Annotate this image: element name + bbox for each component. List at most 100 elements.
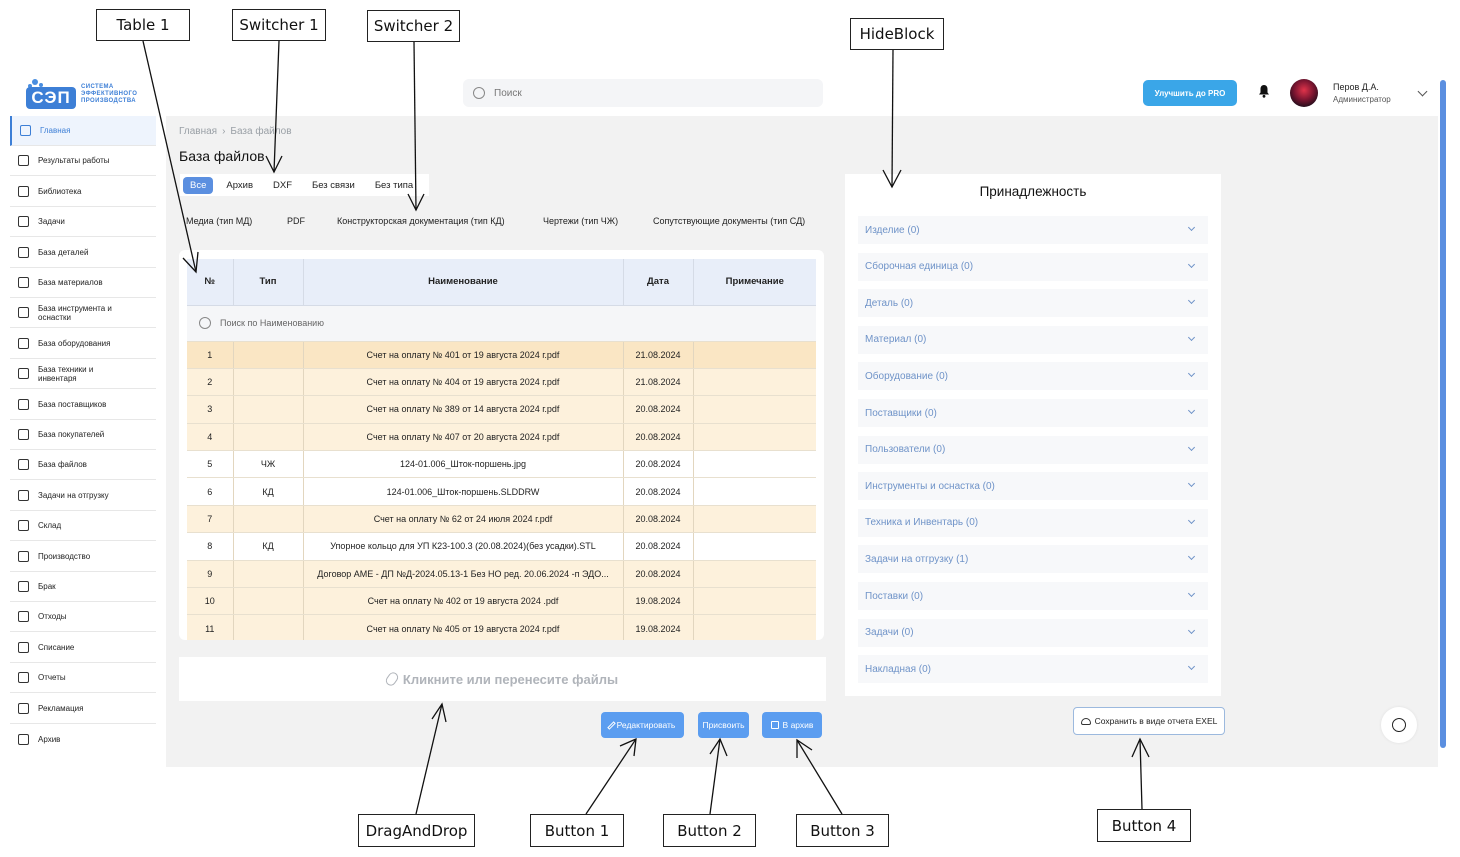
global-search[interactable]	[463, 79, 823, 107]
assign-button[interactable]: Присвоить	[698, 712, 749, 738]
save-report-button[interactable]: Сохранить в виде отчета EXEL	[1073, 707, 1225, 735]
switcher-1-tab[interactable]: Без типа	[374, 179, 414, 191]
accordion-item[interactable]: Инструменты и оснастка (0)	[858, 472, 1208, 501]
logo[interactable]: СЭП система эффективного производства	[26, 76, 156, 112]
table-column-header[interactable]: Дата	[623, 259, 694, 306]
accordion-item-label: Оборудование (0)	[865, 370, 949, 382]
accordion-item[interactable]: Поставщики (0)	[858, 399, 1208, 427]
sidebar-item[interactable]: Отчеты	[10, 663, 156, 694]
breadcrumb-current: База файлов	[230, 126, 292, 137]
sidebar-item[interactable]: Главная	[10, 116, 156, 146]
chevron-down-icon[interactable]	[1187, 260, 1196, 268]
accordion-item-label: Пользователи (0)	[865, 444, 946, 456]
sidebar-item[interactable]: Рекламация	[10, 694, 156, 724]
sidebar-item[interactable]: Задачи на отгрузку	[10, 481, 156, 511]
table-column-header[interactable]: Тип	[233, 259, 304, 306]
accordion-item[interactable]: Изделие (0)	[858, 216, 1208, 244]
sidebar-item[interactable]: Склад	[10, 511, 156, 542]
accordion-item[interactable]: Накладная (0)	[858, 655, 1208, 684]
chat-button[interactable]	[1381, 707, 1417, 743]
sidebar-item[interactable]: Библиотека	[10, 177, 156, 207]
switcher-1-tab[interactable]: Архив	[226, 179, 253, 191]
chevron-down-icon[interactable]	[1187, 589, 1196, 598]
chevron-down-icon[interactable]	[1187, 406, 1196, 415]
file-dropzone[interactable]: Кликните или перенесите файлы	[179, 657, 826, 701]
chevron-down-icon[interactable]	[1187, 516, 1196, 524]
switcher-1-tab[interactable]: Все	[183, 176, 214, 194]
sidebar-item-label: Списание	[38, 642, 75, 652]
sidebar-item[interactable]: Отходы	[10, 602, 156, 633]
sidebar-item[interactable]: База поставщиков	[10, 390, 156, 420]
sidebar-item[interactable]: База деталей	[10, 238, 156, 268]
switcher-1-tab[interactable]: DXF	[273, 179, 292, 191]
switcher-2-tab[interactable]: Чертежи (тип ЧЖ)	[543, 216, 619, 226]
sidebar-item[interactable]: База покупателей	[10, 420, 156, 450]
global-search-input[interactable]	[494, 87, 794, 99]
sidebar-item[interactable]: Задачи	[10, 207, 156, 238]
table-column-header[interactable]: Примечание	[693, 259, 816, 306]
edit-button[interactable]: Редактировать	[601, 712, 684, 738]
bell-icon[interactable]	[1258, 84, 1270, 98]
sidebar-item[interactable]: Производство	[10, 542, 156, 572]
accordion-item[interactable]: Оборудование (0)	[858, 362, 1208, 391]
paperclip-icon	[383, 670, 401, 688]
chevron-down-icon[interactable]	[1187, 553, 1196, 561]
switcher-2-tab[interactable]: Конструкторская документация (тип КД)	[337, 216, 505, 226]
sidebar-item[interactable]: База инструмента и оснастки	[10, 298, 156, 329]
chevron-down-icon[interactable]	[1187, 626, 1196, 634]
table-cell-num: 8	[187, 532, 234, 561]
sidebar-item[interactable]: База материалов	[10, 268, 156, 298]
switcher-2-tab[interactable]: Медиа (тип МД)	[186, 216, 253, 226]
sidebar-item[interactable]: База техники и инвентаря	[10, 359, 156, 390]
accordion-item[interactable]: Материал (0)	[858, 325, 1208, 354]
breadcrumb-home[interactable]: Главная	[179, 126, 218, 137]
accordion-item[interactable]: Пользователи (0)	[858, 435, 1208, 464]
switcher-2-tab[interactable]: PDF	[287, 216, 305, 226]
table-cell-date: 20.08.2024	[623, 560, 694, 589]
accordion-item[interactable]: Сборочная единица (0)	[858, 252, 1208, 281]
chevron-down-icon[interactable]	[1187, 297, 1196, 305]
sidebar-item[interactable]: Архив	[10, 724, 156, 754]
accordion-item[interactable]: Задачи (0)	[858, 618, 1208, 647]
table-column-header[interactable]: Наименование	[303, 259, 624, 306]
chevron-down-icon[interactable]	[1187, 443, 1196, 451]
switcher-1-tab[interactable]: Без связи	[312, 179, 355, 191]
chevron-down-icon[interactable]	[1187, 223, 1196, 232]
table-cell-type	[233, 505, 304, 534]
accordion-item[interactable]: Задачи на отгрузку (1)	[858, 545, 1208, 574]
sidebar-item-label: Библиотека	[38, 186, 82, 196]
chevron-down-icon[interactable]	[1187, 370, 1196, 378]
sidebar-item[interactable]: База оборудования	[10, 329, 156, 359]
switcher-2-tab[interactable]: Сопутствующие документы (тип СД)	[653, 216, 806, 226]
accordion-item[interactable]: Техника и Инвентарь (0)	[858, 508, 1208, 537]
table-search-input[interactable]	[220, 318, 520, 328]
archive-button[interactable]: В архив	[762, 712, 822, 738]
upgrade-pro-button[interactable]: Улучшить до PRO	[1143, 80, 1237, 106]
sidebar-item[interactable]: Результаты работы	[10, 146, 156, 177]
chevron-down-icon[interactable]	[1417, 86, 1428, 97]
accordion-item[interactable]: Поставки (0)	[858, 582, 1208, 610]
sidebar-item[interactable]: Брак	[10, 572, 156, 602]
sidebar-item[interactable]: Списание	[10, 633, 156, 663]
table-search[interactable]	[199, 317, 812, 329]
avatar[interactable]	[1290, 79, 1318, 107]
chevron-down-icon[interactable]	[1187, 333, 1196, 341]
table-column-header[interactable]: №	[187, 259, 234, 306]
sidebar-item[interactable]: База файлов	[10, 450, 156, 481]
chevron-down-icon[interactable]	[1187, 663, 1196, 671]
accordion-item[interactable]: Деталь (0)	[858, 289, 1208, 318]
scrollbar-thumb[interactable]	[1440, 80, 1446, 748]
chevron-down-icon[interactable]	[1187, 480, 1196, 488]
